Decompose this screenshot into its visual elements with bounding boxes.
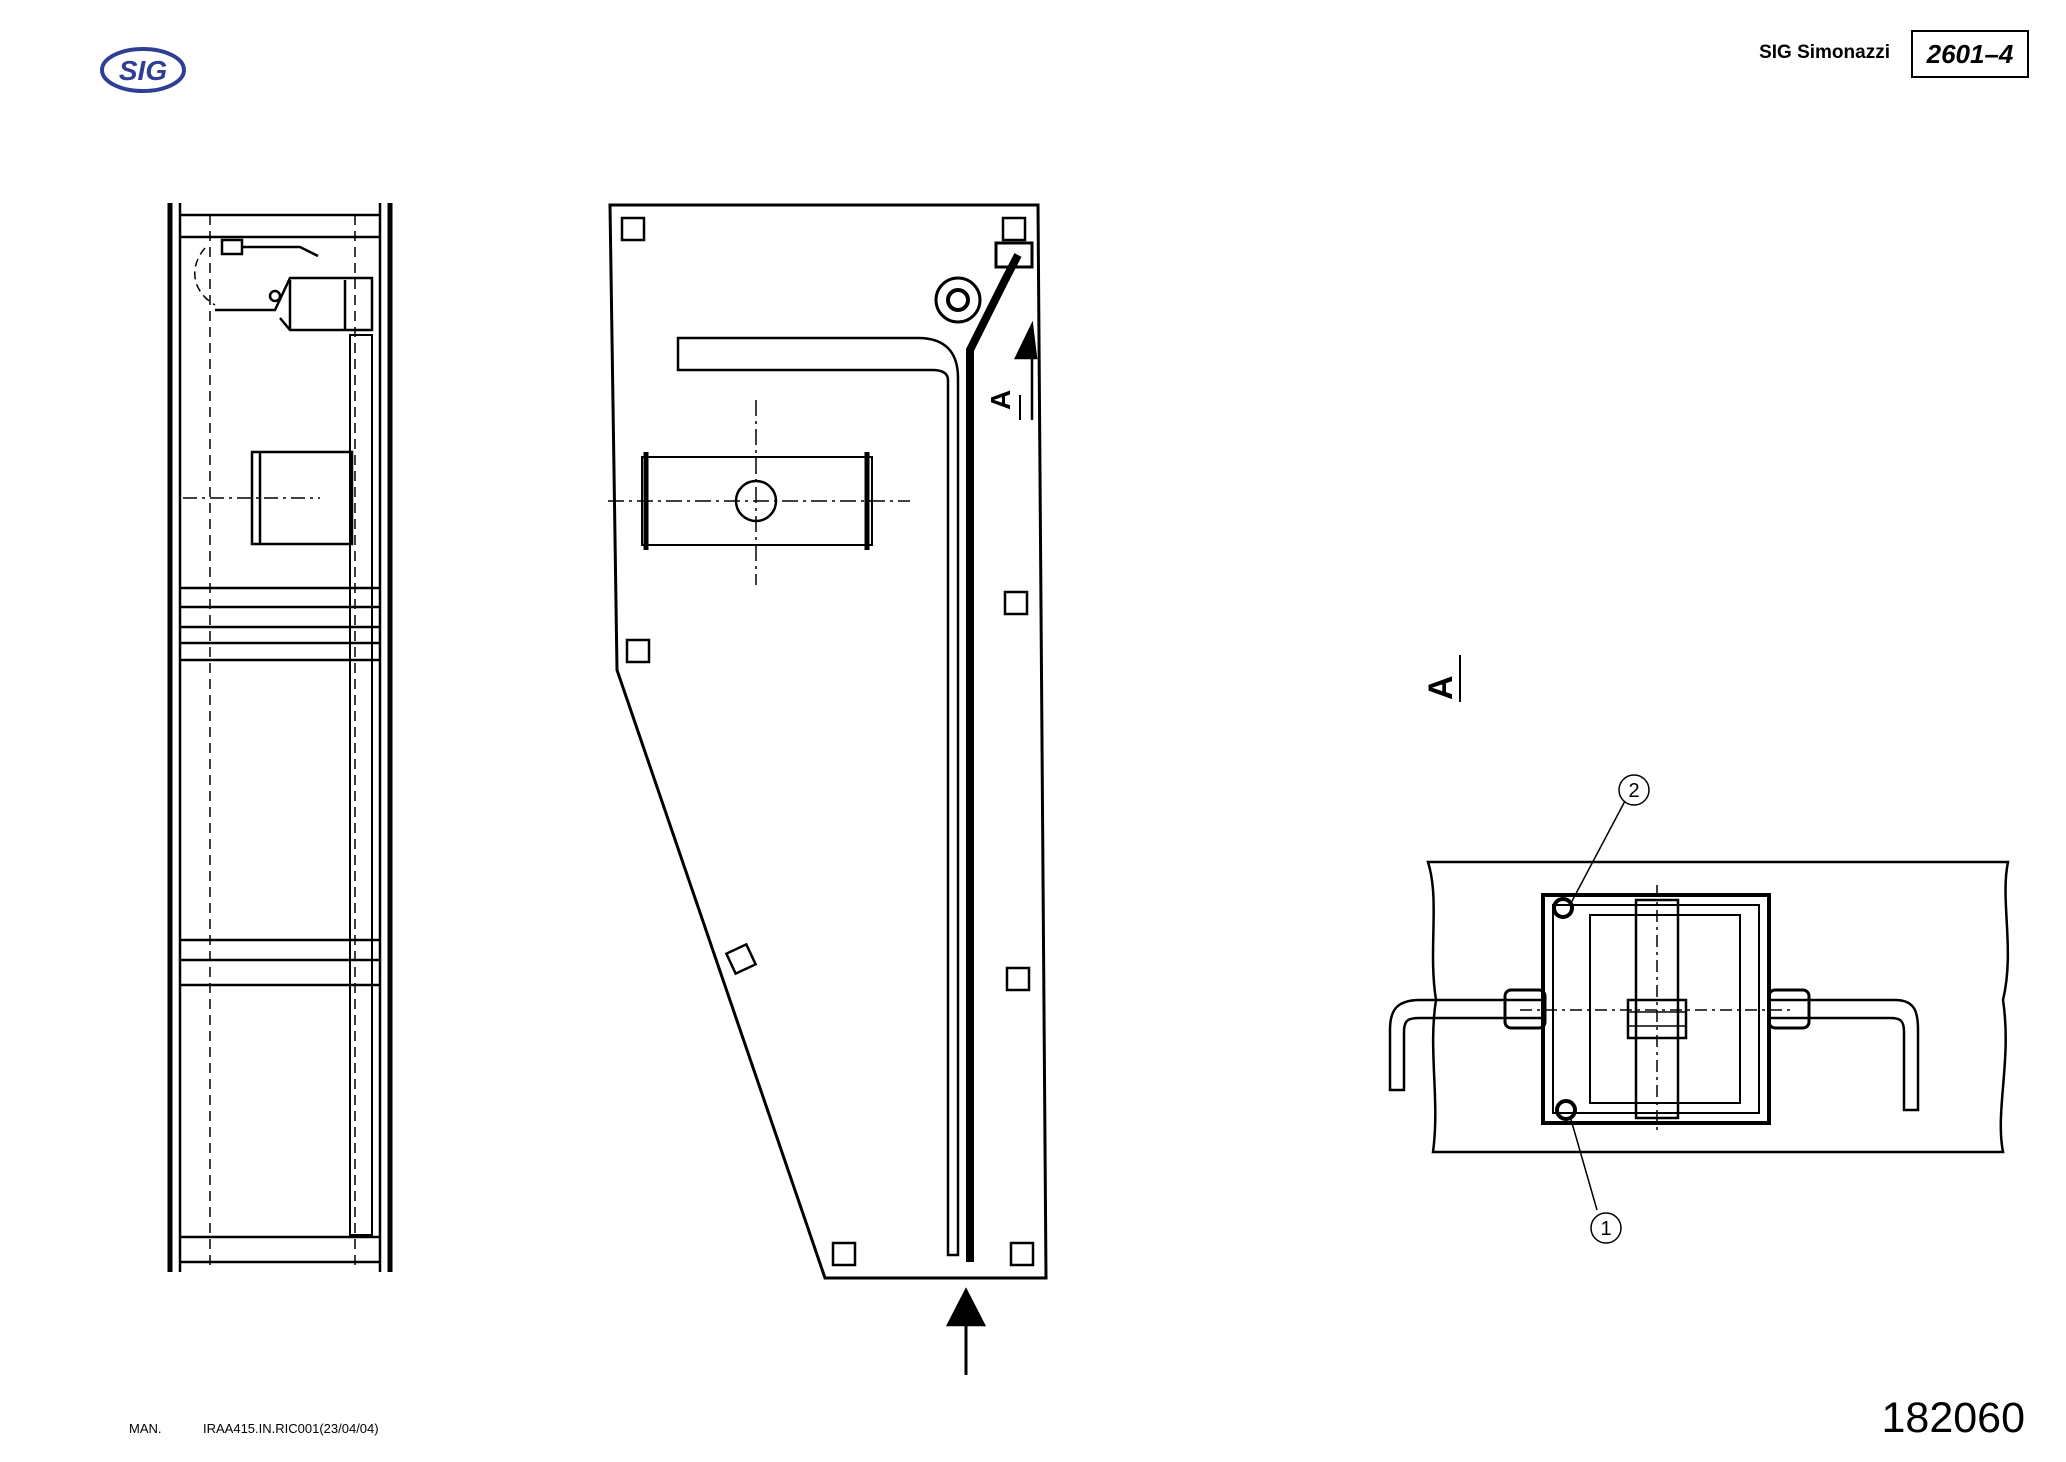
footer-code: IRAA415.IN.RIC001(23/04/04) [203,1421,379,1436]
logo-text: SIG [119,55,167,86]
callout-2: 2 [1628,780,1639,802]
section-marker-label: A [985,390,1016,410]
sig-logo: SIG [100,47,186,93]
front-view-plate [608,203,1048,1375]
side-view-frame [167,203,393,1272]
footer-label: MAN. [129,1421,162,1436]
page-number: 182060 [1881,1394,2026,1442]
detail-view-label: A [1422,675,1460,700]
callout-1: 1 [1600,1218,1611,1240]
brand-name: SIG Simonazzi [1759,42,1890,63]
detail-view-a [1388,774,2010,1244]
document-number: 2601–4 [1911,30,2029,78]
